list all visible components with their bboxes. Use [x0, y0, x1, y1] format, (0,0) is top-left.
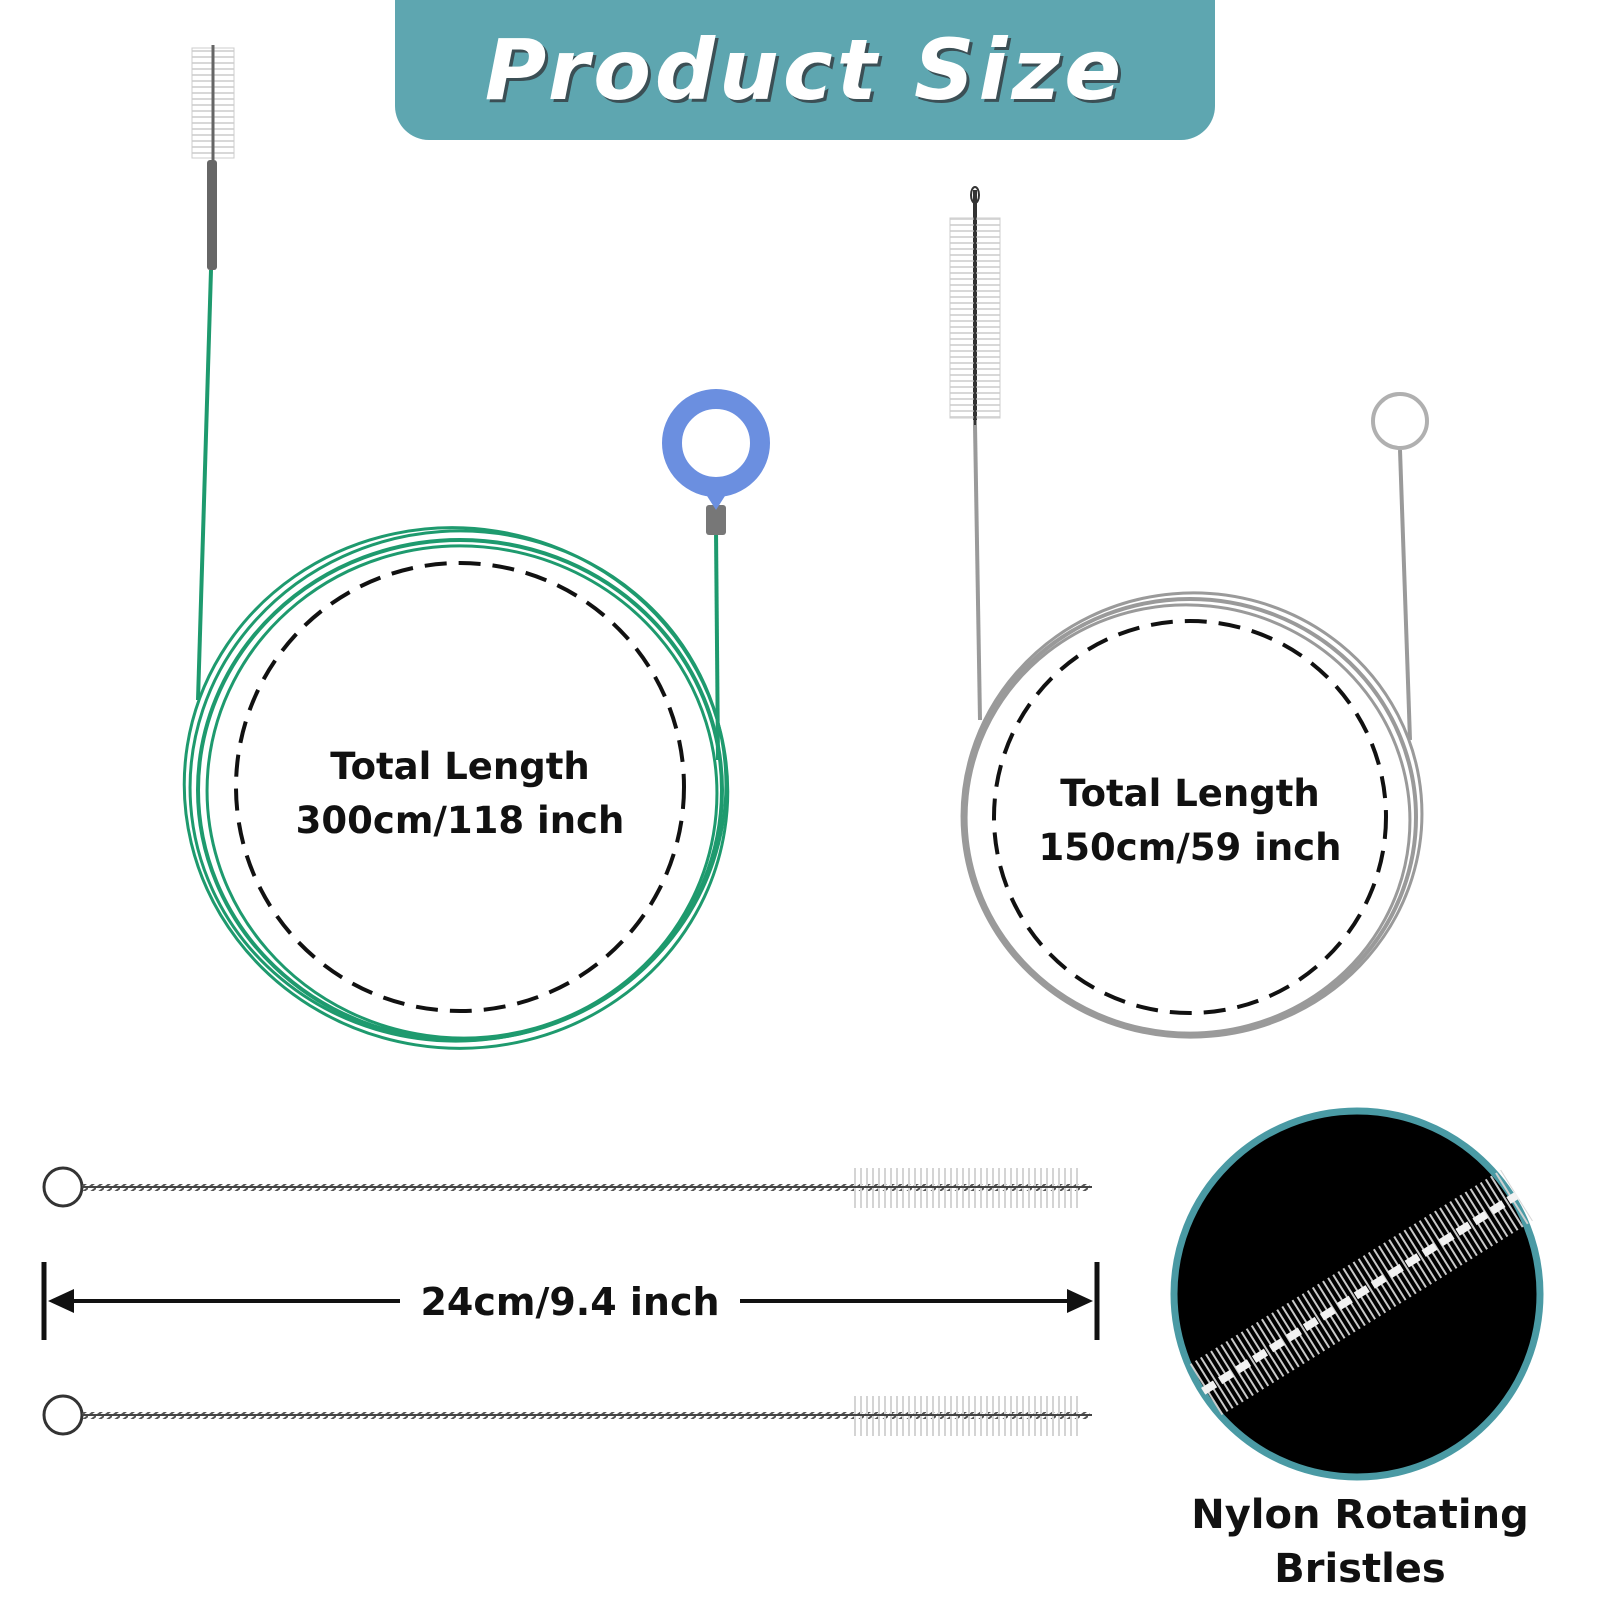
bristle-caption: Nylon Rotating Bristles: [1160, 1488, 1560, 1596]
bristle-caption-line2: Bristles: [1274, 1546, 1446, 1592]
long-brush-green: [182, 45, 770, 1050]
long-brush-sleeve: [207, 160, 217, 270]
long-brush-length-value: 300cm/118 inch: [295, 799, 625, 842]
page-title: Product Size: [484, 21, 1126, 119]
bristle-caption-line1: Nylon Rotating: [1191, 1492, 1529, 1538]
title-banner: Product Size: [395, 0, 1215, 140]
long-brush-dashed-circle: [234, 561, 686, 1013]
medium-brush-wire: [973, 424, 982, 721]
medium-brush-length-title: Total Length: [1060, 772, 1320, 815]
medium-brush-ring: [1371, 392, 1429, 450]
small-brush-2: [42, 1394, 1092, 1436]
medium-brush-silver: [949, 186, 1429, 1039]
bristle-detail-circle: [1170, 1107, 1544, 1481]
small-brush-1: [42, 1166, 1092, 1208]
long-brush-length-title: Total Length: [330, 745, 590, 788]
medium-brush-length-value: 150cm/59 inch: [1038, 826, 1342, 869]
long-brush-ring: [662, 389, 770, 497]
medium-brush-dashed-circle: [992, 619, 1388, 1015]
long-brush-length-label: Total Length 300cm/118 inch: [270, 740, 650, 848]
long-brush-connector: [706, 505, 726, 535]
long-brush-wire: [196, 269, 213, 701]
medium-brush-length-label: Total Length 150cm/59 inch: [1010, 767, 1370, 875]
small-brush-measurement: 24cm/9.4 inch: [400, 1280, 740, 1324]
